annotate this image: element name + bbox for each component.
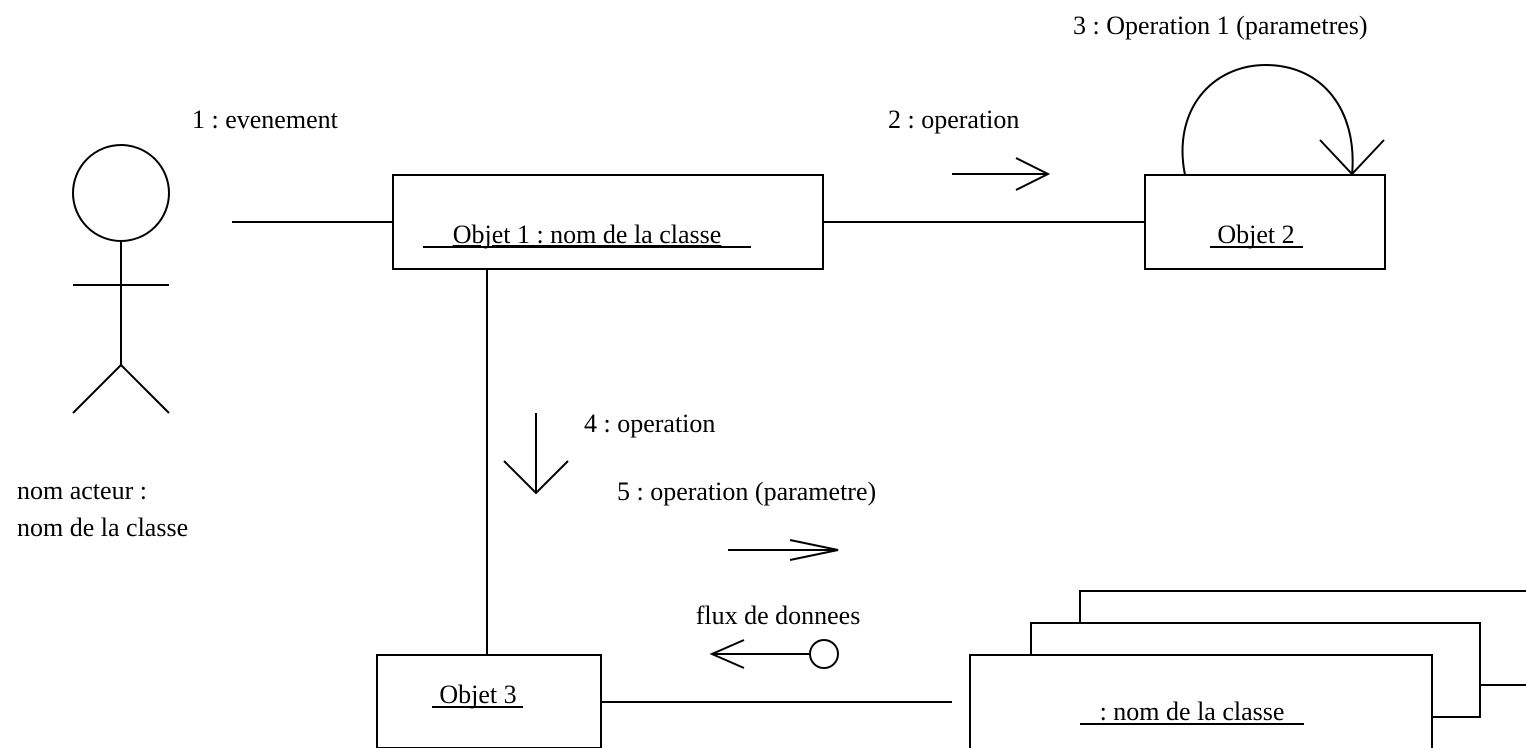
message-2-label: 2 : operation (888, 105, 1019, 134)
data-flow-label: flux de donnees (696, 601, 861, 630)
actor-left-leg (72, 364, 122, 414)
message-5-arrowhead (789, 539, 839, 561)
multi-object-label: : nom de la classe (1100, 697, 1285, 726)
data-flow-arrowhead (709, 639, 745, 669)
message-2-arrowhead (1015, 157, 1051, 191)
data-flow-circle-icon (809, 639, 839, 669)
self-loop-arc (1181, 63, 1354, 176)
message-4-label: 4 : operation (584, 409, 715, 438)
actor-right-leg (120, 364, 170, 414)
object-1-box (392, 174, 824, 270)
object-2-label: Objet 2 (1217, 220, 1294, 249)
message-3-label: 3 : Operation 1 (parametres) (1073, 11, 1368, 40)
object-3-box (376, 654, 602, 748)
actor-figure (72, 144, 170, 414)
message-4-arrowhead (503, 460, 569, 495)
object-2-box (1144, 174, 1386, 270)
actor-name-line1: nom acteur : (17, 476, 147, 505)
object-3-label: Objet 3 (439, 680, 516, 709)
message-5-label: 5 : operation (parametre) (617, 477, 876, 506)
actor-name-line2: nom de la classe (17, 513, 188, 542)
actor-head (72, 144, 170, 242)
multi-object-front (969, 654, 1433, 748)
multi-object-stack (969, 590, 1526, 748)
self-loop-arrowhead (1319, 139, 1385, 176)
message-1-label: 1 : evenement (192, 105, 339, 134)
object-1-label: Objet 1 : nom de la classe (453, 220, 722, 249)
